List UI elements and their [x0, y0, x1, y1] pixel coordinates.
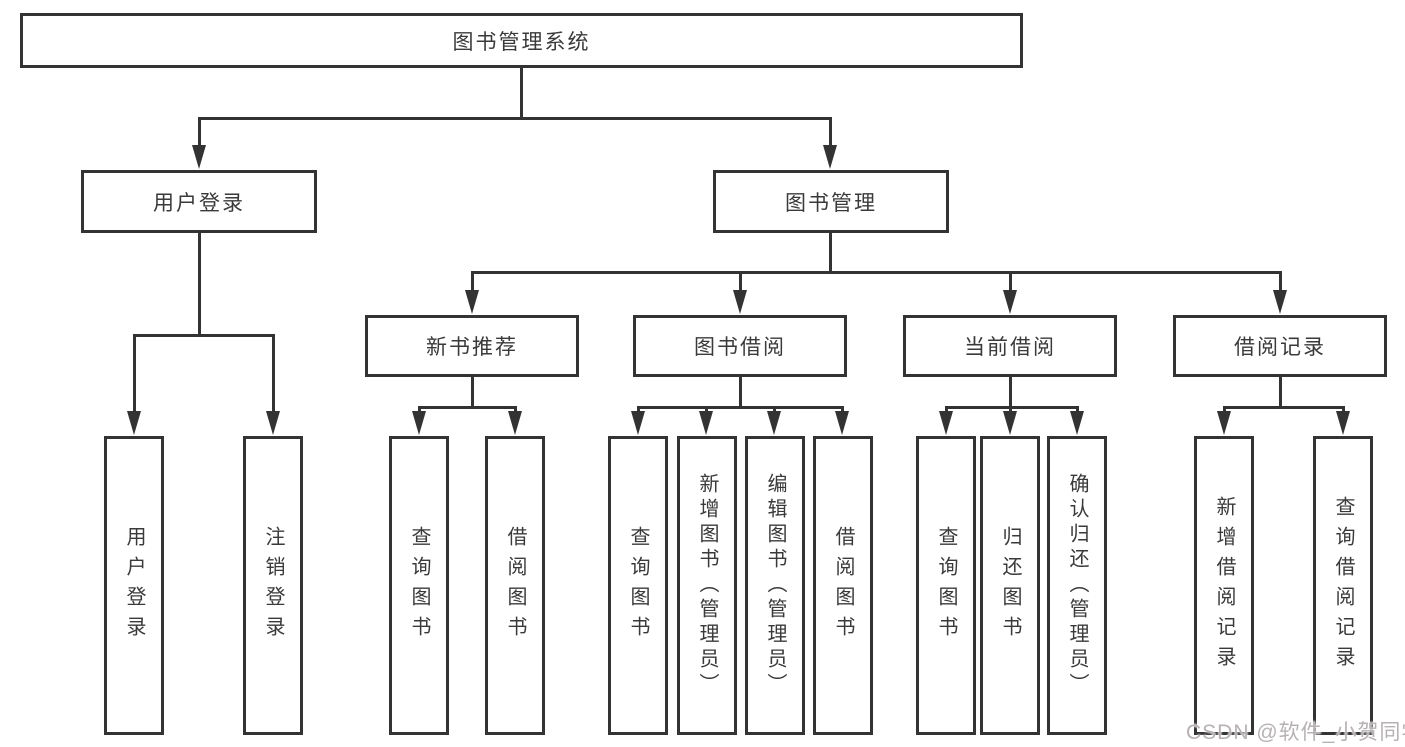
- leaf-label: 借阅图书: [504, 525, 526, 646]
- arrow-down-icon: [1003, 411, 1017, 435]
- leaf-label: 查询图书: [935, 525, 957, 646]
- arrow-down-icon: [733, 290, 747, 314]
- arrow-down-icon: [412, 411, 426, 435]
- leaf-borrow-books-borrowing: 借阅图书: [813, 436, 873, 735]
- connector-line: [132, 333, 275, 337]
- leaf-label: 新增借阅记录: [1213, 495, 1235, 676]
- node-library-management-system: 图书管理系统: [20, 13, 1023, 68]
- arrow-down-icon: [266, 411, 280, 435]
- connector-line: [636, 405, 844, 409]
- node-label: 图书管理系统: [452, 30, 591, 54]
- leaf-query-books-borrowing: 查询图书: [608, 436, 668, 735]
- node-label: 用户登录: [153, 191, 245, 215]
- arrow-down-icon: [508, 411, 522, 435]
- connector-line: [1278, 377, 1282, 407]
- arrow-down-icon: [823, 145, 837, 169]
- arrow-down-icon: [1336, 411, 1350, 435]
- arrow-down-icon: [127, 411, 141, 435]
- leaf-user-login: 用户登录: [104, 436, 164, 735]
- node-user-login: 用户登录: [81, 170, 317, 233]
- leaf-label: 查询图书: [408, 525, 430, 646]
- connector-line: [271, 335, 275, 415]
- connector-line: [470, 272, 474, 294]
- connector-line: [132, 335, 136, 415]
- leaf-label: 借阅图书: [832, 525, 854, 646]
- leaf-logout: 注销登录: [243, 436, 303, 735]
- connector-line: [1222, 405, 1345, 409]
- node-label: 图书借阅: [694, 336, 786, 359]
- arrow-down-icon: [767, 411, 781, 435]
- arrow-down-icon: [835, 411, 849, 435]
- connector-line: [828, 233, 832, 272]
- arrow-down-icon: [1217, 411, 1231, 435]
- connector-line: [944, 405, 1079, 409]
- leaf-confirm-return-admin: 确认归还（管理员）: [1047, 436, 1107, 735]
- leaf-label: 查询图书: [627, 525, 649, 646]
- connector-line: [828, 118, 832, 149]
- leaf-add-book-admin: 新增图书（管理员）: [677, 436, 737, 735]
- node-new-book-recommendation: 新书推荐: [365, 315, 579, 377]
- leaf-borrow-books-recommend: 借阅图书: [485, 436, 545, 735]
- connector-line: [197, 118, 201, 149]
- node-label: 新书推荐: [426, 336, 518, 359]
- node-borrowing-records: 借阅记录: [1173, 315, 1387, 377]
- connector-line: [738, 377, 742, 407]
- arrow-down-icon: [1003, 290, 1017, 314]
- arrow-down-icon: [1273, 290, 1287, 314]
- arrow-down-icon: [939, 411, 953, 435]
- leaf-query-books-recommend: 查询图书: [389, 436, 449, 735]
- leaf-label: 新增图书（管理员）: [696, 473, 718, 698]
- leaf-label: 查询借阅记录: [1332, 495, 1354, 676]
- watermark: CSDN @软件_小贺同学: [1186, 721, 1405, 744]
- node-label: 图书管理: [785, 191, 877, 215]
- connector-line: [738, 272, 742, 294]
- leaf-label: 编辑图书（管理员）: [764, 473, 786, 698]
- connector-line: [417, 405, 517, 409]
- leaf-query-books-current: 查询图书: [916, 436, 976, 735]
- arrow-down-icon: [192, 145, 206, 169]
- connector-line: [519, 68, 523, 118]
- arrow-down-icon: [631, 411, 645, 435]
- connector-line: [470, 377, 474, 407]
- node-label: 当前借阅: [964, 336, 1056, 359]
- connector-line: [197, 233, 201, 335]
- node-book-borrowing: 图书借阅: [633, 315, 847, 377]
- connector-line: [1008, 272, 1012, 294]
- leaf-label: 注销登录: [262, 525, 284, 646]
- leaf-label: 确认归还（管理员）: [1066, 473, 1088, 698]
- arrow-down-icon: [1070, 411, 1084, 435]
- node-current-borrowing: 当前借阅: [903, 315, 1117, 377]
- arrow-down-icon: [699, 411, 713, 435]
- connector-line: [470, 270, 1282, 274]
- connector-line: [197, 116, 832, 120]
- arrow-down-icon: [465, 290, 479, 314]
- node-label: 借阅记录: [1234, 336, 1326, 359]
- leaf-add-borrow-record: 新增借阅记录: [1194, 436, 1254, 735]
- leaf-return-books: 归还图书: [980, 436, 1040, 735]
- leaf-label: 归还图书: [999, 525, 1021, 646]
- connector-line: [1008, 377, 1012, 407]
- leaf-label: 用户登录: [123, 525, 145, 646]
- connector-line: [1278, 272, 1282, 294]
- leaf-query-borrow-record: 查询借阅记录: [1313, 436, 1373, 735]
- leaf-edit-book-admin: 编辑图书（管理员）: [745, 436, 805, 735]
- node-book-management: 图书管理: [713, 170, 949, 233]
